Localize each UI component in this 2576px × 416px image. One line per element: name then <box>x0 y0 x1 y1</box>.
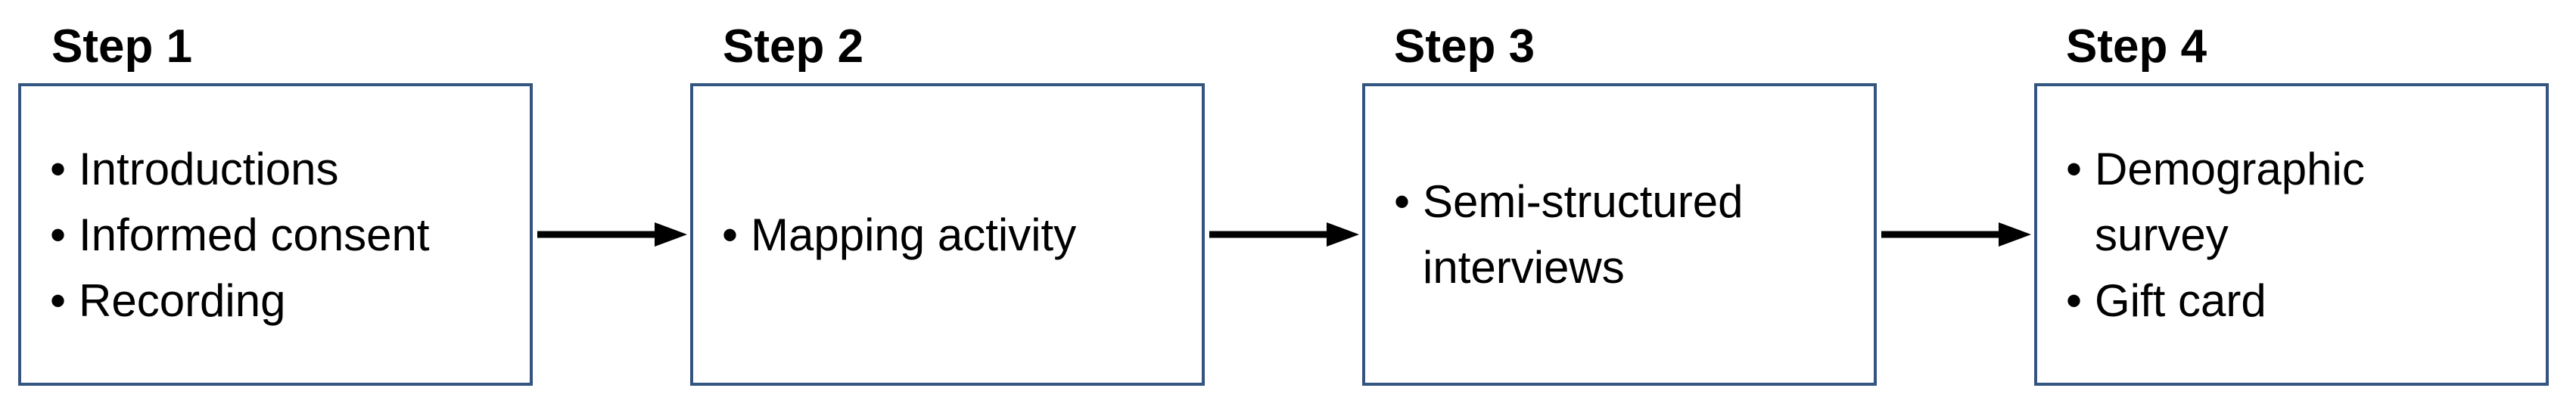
bullet-icon: • <box>50 209 67 260</box>
step-3-title: Step 3 <box>1394 20 1535 73</box>
step-4-list: • Demographic survey • Gift card <box>2066 136 2531 334</box>
step-2-title: Step 2 <box>723 20 864 73</box>
list-item: • Demographic survey <box>2066 136 2531 268</box>
step-1-box: • Introductions • Informed consent • Rec… <box>18 83 533 386</box>
bullet-icon: • <box>50 143 67 194</box>
bullet-icon: • <box>50 275 67 326</box>
step-2-box: • Mapping activity <box>690 83 1205 386</box>
list-item: • Recording <box>50 268 515 334</box>
bullet-icon: • <box>722 209 739 260</box>
step-4-box: • Demographic survey • Gift card <box>2034 83 2549 386</box>
step-1-item-recording: Recording <box>79 275 286 326</box>
step-1-item-informed-consent: Informed consent <box>79 209 430 260</box>
list-item: • Introductions <box>50 136 515 202</box>
step-3-list: • Semi-structured interviews <box>1394 169 1859 300</box>
list-item: • Mapping activity <box>722 202 1187 268</box>
step-2-list: • Mapping activity <box>722 202 1187 268</box>
step-4-item-gift-card: Gift card <box>2095 275 2266 326</box>
list-item: • Semi-structured interviews <box>1394 169 1859 300</box>
bullet-icon: • <box>2066 143 2083 194</box>
step-3-box: • Semi-structured interviews <box>1362 83 1877 386</box>
arrow-2-to-3 <box>1209 219 1361 250</box>
bullet-icon: • <box>1394 176 1411 227</box>
step-1-list: • Introductions • Informed consent • Rec… <box>50 136 515 334</box>
step-4-title: Step 4 <box>2066 20 2207 73</box>
list-item: • Gift card <box>2066 268 2531 334</box>
arrow-1-to-2 <box>537 219 689 250</box>
right-arrow-icon <box>1209 222 1359 247</box>
step-3-item-semi-structured-interviews: Semi-structured interviews <box>1423 176 1744 293</box>
step-4-item-demographic-survey: Demographic survey <box>2095 143 2365 260</box>
step-1-item-introductions: Introductions <box>79 143 339 194</box>
list-item: • Informed consent <box>50 202 515 268</box>
right-arrow-icon <box>1881 222 2031 247</box>
step-2-item-mapping-activity: Mapping activity <box>751 209 1077 260</box>
bullet-icon: • <box>2066 275 2083 326</box>
step-1-title: Step 1 <box>51 20 193 73</box>
right-arrow-icon <box>537 222 687 247</box>
arrow-3-to-4 <box>1881 219 2033 250</box>
